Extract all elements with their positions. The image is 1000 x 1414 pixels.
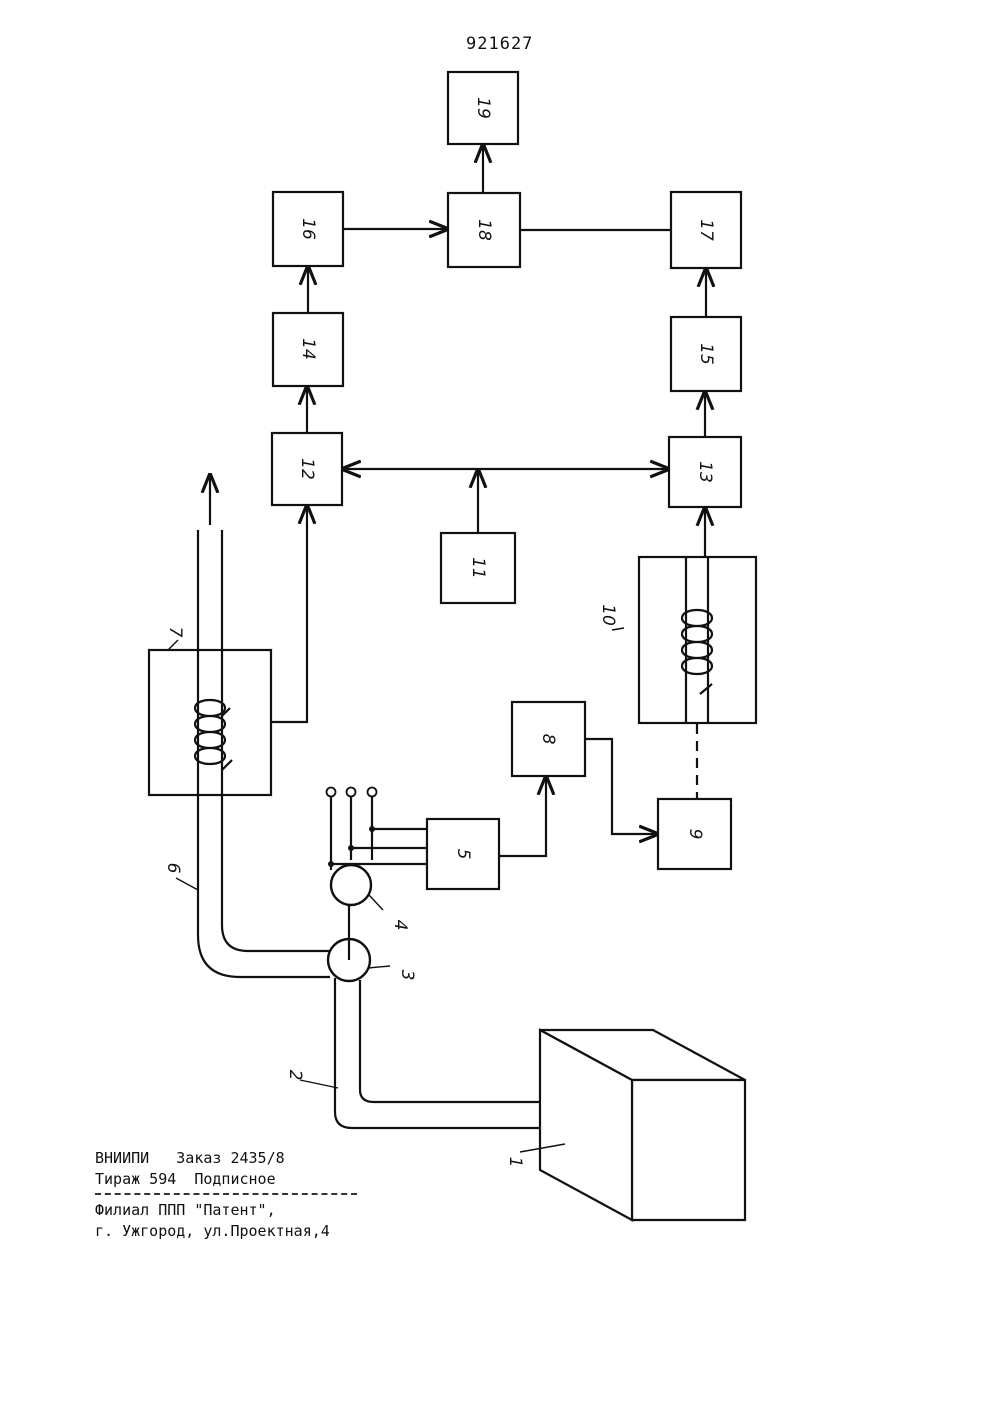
block-7: 7 — [149, 627, 271, 795]
block-17-label: 17 — [696, 219, 716, 241]
block-19-label: 19 — [473, 97, 493, 119]
block-14-label: 14 — [298, 338, 318, 360]
tank-1-label: 1 — [505, 1157, 525, 1168]
block-19: 19 — [448, 72, 518, 144]
block-13-label: 13 — [695, 461, 715, 483]
pump-3-label: 3 — [397, 970, 417, 981]
pipe-6-label: 6 — [163, 863, 183, 874]
motor-4-label: 4 — [390, 920, 410, 931]
imprint-divider — [95, 1193, 357, 1195]
block-8-label: 8 — [538, 734, 558, 745]
block-9-label: 9 — [685, 829, 705, 840]
pump-3: 3 — [328, 905, 417, 981]
block-13: 13 — [669, 437, 741, 507]
block-10-label: 10 — [598, 604, 618, 626]
terminal-3 — [368, 788, 377, 797]
imprint-line-1: ВНИИПИ Заказ 2435/8 — [95, 1148, 357, 1169]
motor-4: 4 — [331, 865, 410, 930]
tank-1: 1 — [505, 1030, 745, 1220]
block-11-label: 11 — [468, 557, 488, 579]
block-18: 18 — [448, 193, 520, 267]
block-10: 10 — [598, 557, 756, 723]
block-5: 5 — [427, 819, 499, 889]
block-12-label: 12 — [297, 458, 317, 480]
terminal-2 — [347, 788, 356, 797]
pipe-2-label: 2 — [285, 1070, 305, 1081]
publication-imprint: ВНИИПИ Заказ 2435/8 Тираж 594 Подписное … — [95, 1148, 357, 1242]
block-17: 17 — [671, 192, 741, 268]
block-14: 14 — [273, 313, 343, 386]
imprint-line-3: Филиал ППП "Патент", — [95, 1200, 357, 1221]
block-18-label: 18 — [474, 219, 494, 241]
block-16-label: 16 — [298, 218, 318, 240]
block-9: 9 — [658, 799, 731, 869]
imprint-line-2: Тираж 594 Подписное — [95, 1169, 357, 1190]
block-7-label: 7 — [165, 627, 185, 638]
block-5-label: 5 — [453, 849, 473, 860]
block-15-label: 15 — [696, 343, 716, 365]
block-8: 8 — [512, 702, 585, 776]
block-16: 16 — [273, 192, 343, 266]
imprint-line-4: г. Ужгород, ул.Проектная,4 — [95, 1221, 357, 1242]
power-terminals — [327, 788, 428, 871]
block-11: 11 — [441, 533, 515, 603]
block-12: 12 — [272, 433, 342, 505]
terminal-1 — [327, 788, 336, 797]
block-15: 15 — [671, 317, 741, 391]
